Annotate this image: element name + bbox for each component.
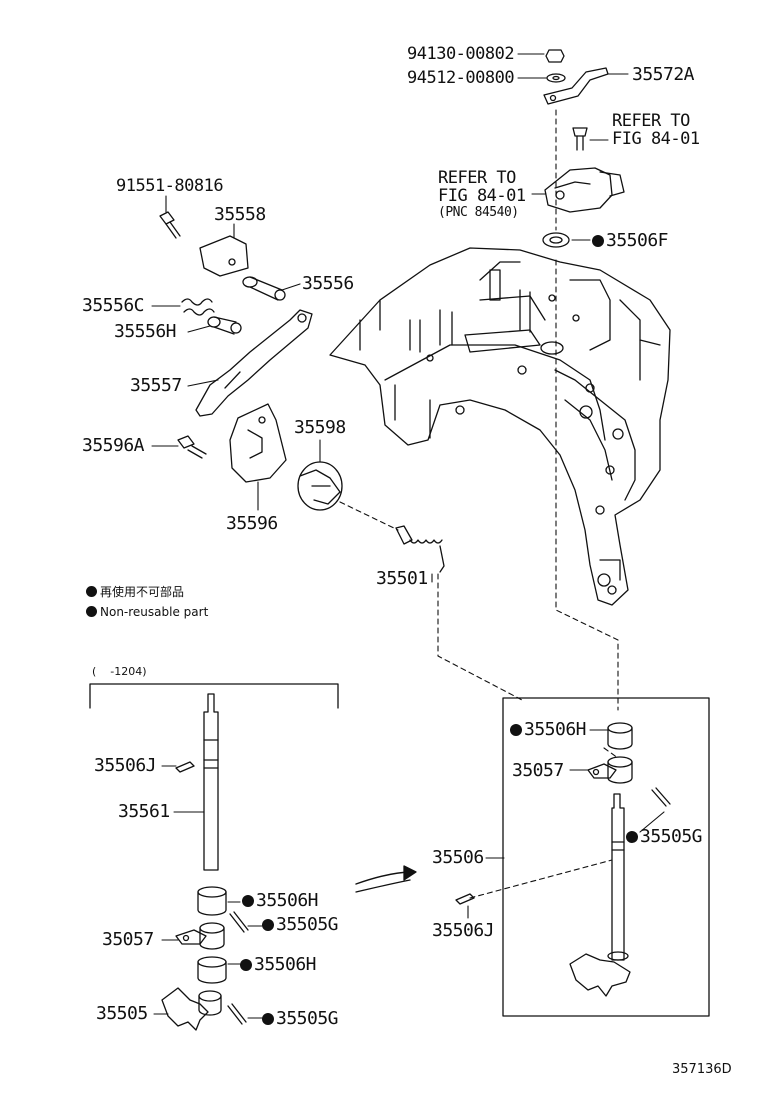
cover-35558 — [199, 235, 249, 277]
lever-left-35057 — [175, 922, 225, 950]
bush-left-35506H-b — [197, 956, 227, 984]
neutral-start-switch — [544, 167, 625, 213]
label-94130-00802: 94130-00802 — [407, 44, 515, 64]
non-reusable-dot-icon — [262, 1013, 274, 1025]
spring-35556C — [181, 298, 215, 316]
label-left-35505: 35505 — [96, 1003, 148, 1024]
label-35506F: 35506F — [592, 230, 669, 251]
label-refer-1-line2: FIG 84-01 — [612, 129, 700, 149]
label-refer-2-line3: (PNC 84540) — [438, 205, 519, 220]
label-35557: 35557 — [130, 375, 182, 396]
non-reusable-dot-icon — [510, 724, 522, 736]
plate-35596 — [229, 403, 287, 483]
label-right-35506J: 35506J — [432, 920, 495, 941]
legend-jp-text: 再使用不可部品 — [100, 585, 185, 599]
transmission-housing — [329, 247, 671, 606]
label-left-35506H-b: 35506H — [240, 954, 317, 975]
bolt-35596A — [177, 435, 207, 459]
pin-left-35505G-b — [227, 1003, 247, 1025]
legend-dot-icon — [86, 606, 97, 617]
bolt-refer — [572, 127, 588, 151]
bush-left-35506H-a — [197, 886, 227, 916]
label-35572A: 35572A — [632, 64, 695, 85]
non-reusable-dot-icon — [242, 895, 254, 907]
label-left-35506J: 35506J — [94, 755, 157, 776]
label-left-35505G-b: 35505G — [262, 1008, 339, 1029]
label-35501: 35501 — [376, 568, 428, 589]
dashed-leaders — [339, 109, 619, 899]
label-left-35505G-a: 35505G — [262, 914, 339, 935]
assembly-box-35506 — [502, 697, 710, 1017]
pin-right-35505G — [651, 787, 671, 807]
lever-35557 — [195, 309, 313, 417]
label-left-35506H-b-text: 35506H — [254, 954, 317, 975]
pin-35556H — [207, 316, 242, 335]
nut-94130 — [545, 49, 565, 63]
shaft-35561 — [203, 693, 219, 871]
pin-left-35505G-a — [229, 911, 249, 933]
bolt-91551 — [159, 211, 181, 239]
label-refer-1-line1: REFER TO — [612, 111, 690, 131]
label-left-35505G-a-text: 35505G — [276, 914, 339, 935]
label-left-35561: 35561 — [118, 801, 170, 822]
label-refer-2-line2: FIG 84-01 — [438, 186, 526, 206]
label-right-35506H: 35506H — [510, 719, 587, 740]
pin-left-35506J — [175, 761, 195, 773]
label-94512-00800: 94512-00800 — [407, 68, 515, 88]
plate-left-35505 — [161, 987, 222, 1031]
legend-en-text: Non-reusable part — [100, 605, 209, 619]
label-right-35505G-text: 35505G — [640, 826, 703, 847]
label-left-35506H-a-text: 35506H — [256, 890, 319, 911]
label-35556H: 35556H — [114, 321, 177, 342]
sensor-35501 — [395, 525, 445, 573]
label-35556C: 35556C — [82, 295, 145, 316]
non-reusable-dot-icon — [262, 919, 274, 931]
label-left-35505G-b-text: 35505G — [276, 1008, 339, 1029]
pin-35556 — [242, 276, 286, 301]
leader-lines — [151, 53, 665, 1019]
oil-seal-35506F — [542, 232, 570, 248]
label-right-35057: 35057 — [512, 760, 564, 781]
label-35506F-text: 35506F — [606, 230, 669, 251]
label-right-35505G: 35505G — [626, 826, 703, 847]
legend-en: Non-reusable part — [86, 606, 208, 618]
lever-right-35057 — [587, 756, 633, 784]
pin-right-35506J — [455, 893, 475, 905]
date-bracket — [89, 683, 339, 709]
legend-dot-icon — [86, 586, 97, 597]
non-reusable-dot-icon — [626, 831, 638, 843]
non-reusable-dot-icon — [592, 235, 604, 247]
legend-jp: 再使用不可部品 — [86, 586, 184, 598]
label-refer-2-line1: REFER TO — [438, 168, 516, 188]
non-reusable-dot-icon — [240, 959, 252, 971]
label-91551-80816: 91551-80816 — [116, 176, 224, 196]
plate-right-35505 — [569, 951, 631, 997]
washer-94512 — [546, 73, 566, 83]
label-left-35057: 35057 — [102, 929, 154, 950]
bracket-35572A — [543, 67, 609, 105]
label-35598: 35598 — [294, 417, 346, 438]
label-right-35506: 35506 — [432, 847, 484, 868]
shaft-right-35506 — [611, 793, 625, 961]
date-range: ( -1204) — [92, 665, 147, 678]
figure-id: 357136D — [672, 1062, 732, 1077]
label-35556: 35556 — [302, 273, 354, 294]
label-35596: 35596 — [226, 513, 278, 534]
label-left-35506H-a: 35506H — [242, 890, 319, 911]
label-right-35506H-text: 35506H — [524, 719, 587, 740]
cam-35598 — [297, 461, 343, 511]
direction-arrow — [355, 865, 417, 893]
label-35596A: 35596A — [82, 435, 145, 456]
label-35558: 35558 — [214, 204, 266, 225]
bush-right-35506H — [607, 722, 633, 750]
